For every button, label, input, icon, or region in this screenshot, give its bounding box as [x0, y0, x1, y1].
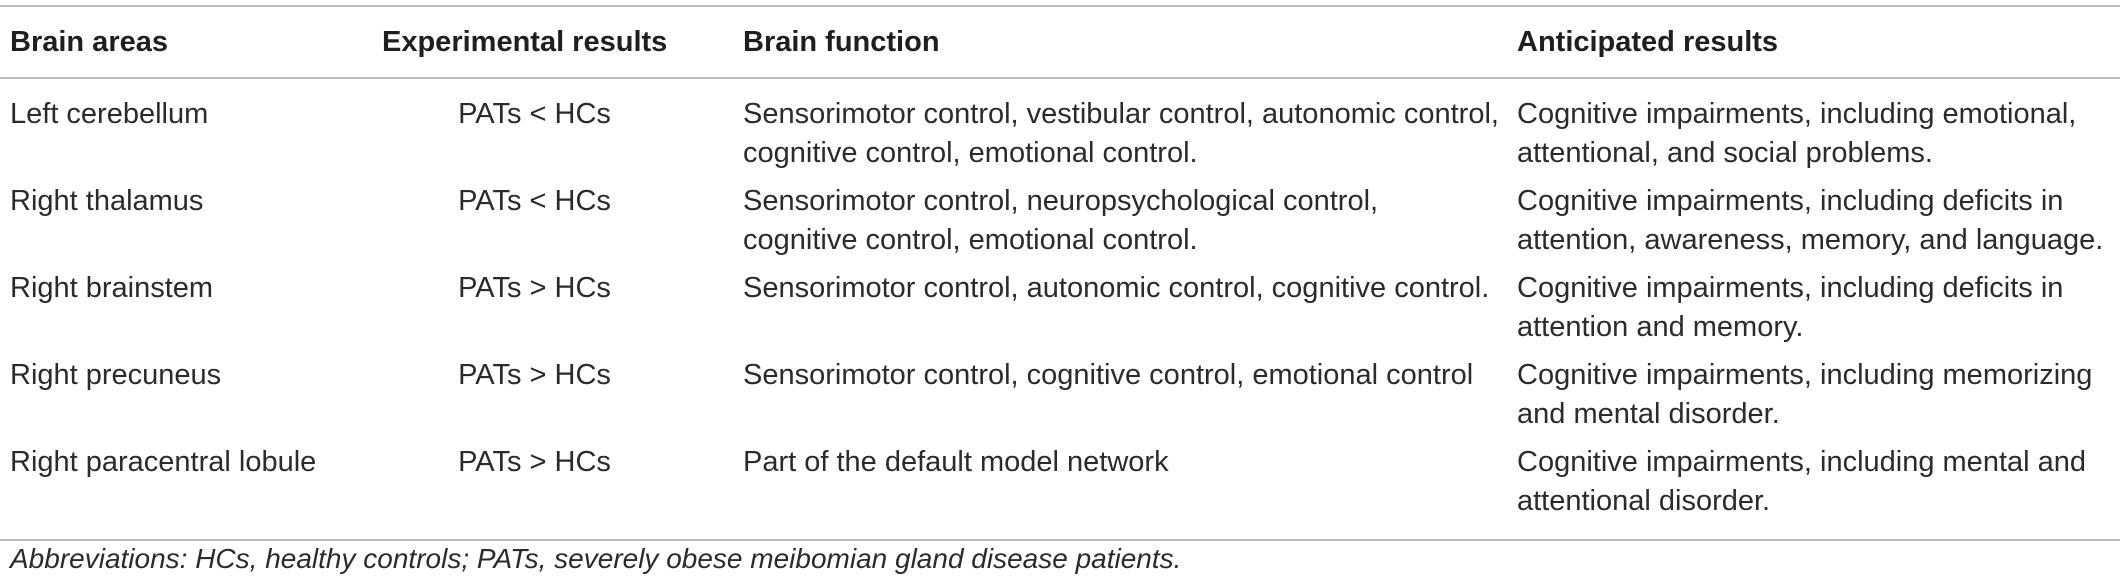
cell-experimental-result: PATs > HCs — [458, 359, 611, 391]
cell-brain-area: Right brainstem — [10, 272, 214, 304]
cell-anticipated-result: Cognitive impairments, including memoriz… — [1517, 359, 2093, 430]
table-body: Left cerebellum PATs < HCs Sensorimotor … — [0, 78, 2120, 540]
cell-anticipated-result: Cognitive impairments, including deficit… — [1517, 272, 2064, 343]
cell-experimental-result: PATs > HCs — [458, 272, 611, 304]
table-row: Right brainstem PATs > HCs Sensorimotor … — [0, 269, 2120, 356]
cell-brain-function: Part of the default model network — [743, 446, 1169, 478]
table-row: Right thalamus PATs < HCs Sensorimotor c… — [0, 182, 2120, 269]
header-experimental-results: Experimental results — [382, 25, 668, 58]
table-header: Brain areas Experimental results Brain f… — [0, 6, 2120, 78]
header-anticipated-results: Anticipated results — [1517, 25, 1779, 58]
cell-anticipated-result: Cognitive impairments, including deficit… — [1517, 185, 2104, 256]
cell-brain-area: Right paracentral lobule — [10, 446, 317, 478]
table-footnote: Abbreviations: HCs, healthy controls; PA… — [10, 543, 1182, 574]
cell-brain-area: Right thalamus — [10, 185, 204, 217]
brain-areas-table: Brain areas Experimental results Brain f… — [0, 5, 2120, 541]
header-brain-areas: Brain areas — [10, 25, 168, 58]
cell-brain-function: Sensorimotor control, cognitive control,… — [743, 359, 1474, 391]
table-row: Right paracentral lobule PATs > HCs Part… — [0, 443, 2120, 540]
cell-experimental-result: PATs < HCs — [458, 185, 611, 217]
cell-brain-function: Sensorimotor control, neuropsychological… — [743, 185, 1379, 256]
cell-experimental-result: PATs < HCs — [458, 98, 611, 130]
cell-brain-area: Right precuneus — [10, 359, 222, 391]
cell-brain-function: Sensorimotor control, autonomic control,… — [743, 272, 1490, 304]
cell-experimental-result: PATs > HCs — [458, 446, 611, 478]
cell-brain-function: Sensorimotor control, vestibular control… — [743, 98, 1499, 169]
table-row: Right precuneus PATs > HCs Sensorimotor … — [0, 356, 2120, 443]
table-row: Left cerebellum PATs < HCs Sensorimotor … — [0, 78, 2120, 182]
header-brain-function: Brain function — [743, 25, 940, 58]
header-row: Brain areas Experimental results Brain f… — [0, 6, 2120, 78]
cell-brain-area: Left cerebellum — [10, 98, 209, 130]
cell-anticipated-result: Cognitive impairments, including mental … — [1517, 446, 2087, 517]
cell-anticipated-result: Cognitive impairments, including emotion… — [1517, 98, 2077, 169]
